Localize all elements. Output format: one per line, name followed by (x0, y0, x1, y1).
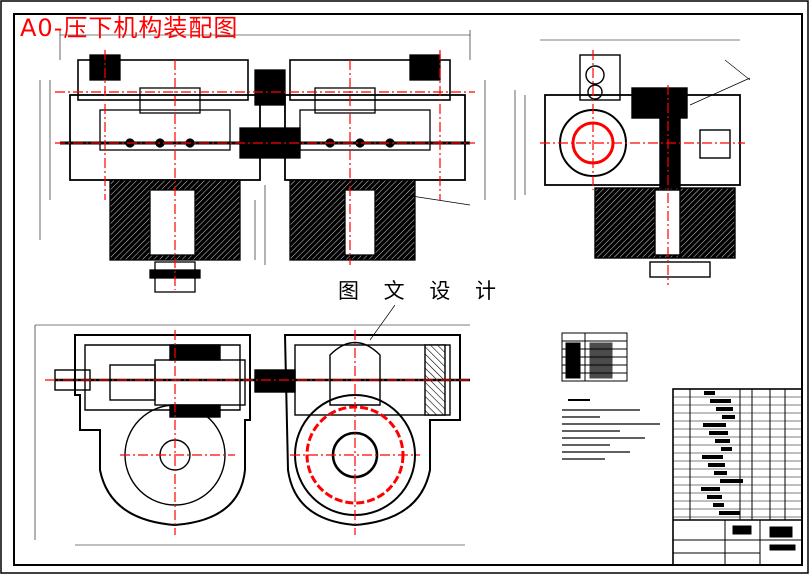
title-block-entry-mark (707, 495, 722, 499)
title-block-entry-mark (704, 391, 715, 395)
title-block-entry-mark (716, 407, 733, 411)
title-block-rows (673, 396, 802, 518)
drawing-caption: 图 文 设 计 (336, 275, 508, 305)
title-block-entry-mark (701, 487, 720, 491)
title-block-entry-mark (703, 423, 726, 427)
title-block-entry-mark (708, 463, 725, 467)
characteristics-table (561, 332, 628, 382)
title-block-entry-mark (702, 455, 723, 459)
title-block-entry-mark (709, 431, 728, 435)
side-view-centerlines (540, 50, 745, 285)
title-block-entry-mark (710, 399, 731, 403)
title-block-entry-mark (715, 439, 730, 443)
technical-requirements (562, 399, 660, 460)
drawing-title: A0-压下机构装配图 (20, 14, 239, 42)
front-view-centerlines (55, 50, 475, 290)
plan-view-centerlines (45, 330, 470, 535)
front-view (39, 30, 486, 293)
title-block-entry-mark (714, 471, 727, 475)
title-block-entries (701, 391, 743, 515)
title-block-entry-mark (722, 415, 735, 419)
title-block-entry-mark (713, 503, 724, 507)
title-block-entry-mark (719, 511, 740, 515)
plan-view (34, 324, 470, 546)
inner-frame (13, 13, 803, 566)
title-block (672, 388, 803, 566)
side-view (514, 39, 751, 278)
leader-lines (369, 77, 751, 341)
title-block-entry-mark (720, 479, 743, 483)
title-block-entry-mark (721, 447, 732, 451)
